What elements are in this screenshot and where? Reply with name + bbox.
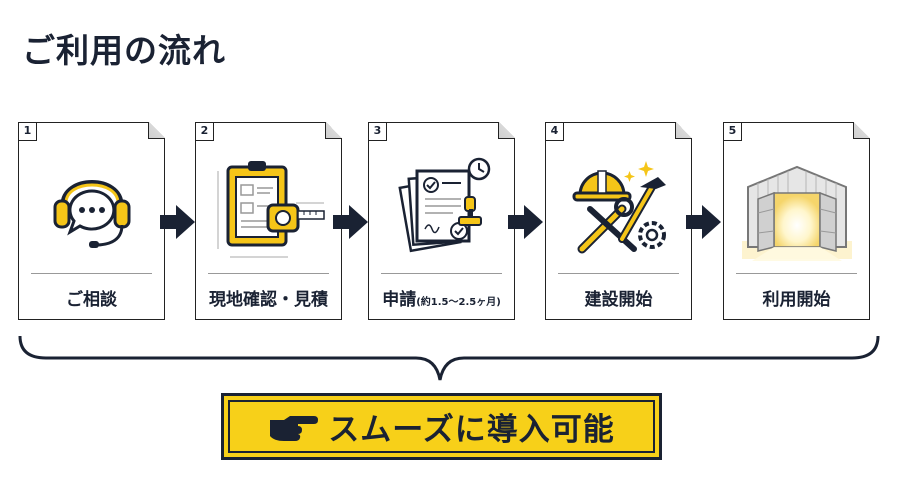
divider: [736, 273, 857, 274]
page-title: ご利用の流れ: [22, 31, 226, 70]
step-label: 申請(約1.5〜2.5ヶ月): [382, 290, 501, 310]
step-number: 5: [724, 123, 742, 141]
pointing-hand-icon: [270, 415, 319, 441]
cta-text: スムーズに導入可能: [328, 412, 615, 448]
step-card-2: 2 現地確認・見積: [195, 122, 342, 320]
step-label: ご相談: [66, 290, 117, 310]
headset-chat-icon: [53, 180, 131, 248]
page-fold: [498, 122, 515, 139]
step-label: 現地確認・見積: [209, 290, 328, 310]
step-card-4: 4 建設開始: [545, 122, 692, 320]
step-number: 3: [369, 123, 387, 141]
curly-brace: [18, 335, 880, 381]
step-number: 2: [196, 123, 214, 141]
arrow-right-icon: [508, 205, 543, 239]
step-card-1: 1 ご相談: [18, 122, 165, 320]
cta-banner: スムーズに導入可能: [221, 393, 662, 460]
arrow-right-icon: [333, 205, 368, 239]
warehouse-open-icon: [742, 165, 852, 261]
hardhat-tools-icon: [572, 161, 666, 254]
arrow-right-icon: [686, 205, 721, 239]
step-label: 利用開始: [762, 290, 831, 310]
divider: [558, 273, 679, 274]
clipboard-measure-icon: [217, 161, 325, 258]
documents-stamp-icon: [398, 157, 491, 253]
step-number: 4: [546, 123, 564, 141]
page-fold: [853, 122, 870, 139]
page-fold: [148, 122, 165, 139]
divider: [31, 273, 152, 274]
divider: [208, 273, 329, 274]
page-fold: [675, 122, 692, 139]
divider: [381, 273, 502, 274]
step-card-3: 3 申請(約1.5〜2.5ヶ月): [368, 122, 515, 320]
step-label: 建設開始: [584, 290, 653, 310]
step-card-5: 5 利用開始: [723, 122, 870, 320]
page-fold: [325, 122, 342, 139]
arrow-right-icon: [160, 205, 195, 239]
step-number: 1: [19, 123, 37, 141]
